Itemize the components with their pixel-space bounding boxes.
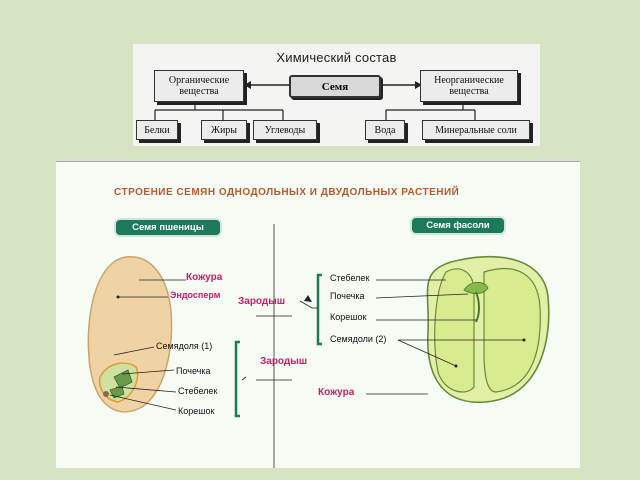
wheat-stem-label: Стебелек [178, 386, 218, 396]
chemical-composition-diagram: Химический состав Семя Органические веще… [133, 44, 540, 146]
wheat-grain [87, 256, 173, 413]
inorganic-node: Неорганические вещества [420, 70, 518, 102]
wheat-coat-label: Кожура [186, 272, 223, 283]
wheat-root-label: Корешок [178, 406, 215, 416]
bean-stem-label: Стебелек [330, 273, 370, 283]
composition-title: Химический состав [276, 50, 397, 65]
seed-structure-diagram: СТРОЕНИЕ СЕМЯН ОДНОДОЛЬНЫХ И ДВУДОЛЬНЫХ … [56, 161, 580, 468]
cotyledon-1-label: Семядоля (1) [156, 341, 213, 351]
water-node: Вода [365, 120, 405, 140]
carbs-node: Углеводы [253, 120, 317, 140]
bean-seed-pill: Семя фасоли [412, 218, 504, 233]
seed-illustrations [87, 224, 550, 468]
composition-connectors [154, 81, 476, 120]
bean-bud-label: Почечка [330, 291, 365, 301]
wheat-seed-pill: Семя пшеницы [116, 220, 220, 235]
fats-node: Жиры [201, 120, 247, 140]
bean-root-label: Корешок [330, 312, 367, 322]
bean-coat-label: Кожура [318, 387, 355, 398]
endosperm-label: Эндосперм [170, 290, 221, 300]
seed-node: Семя [289, 75, 381, 98]
embryo-label-top: Зародыш [238, 296, 286, 307]
embryo-label-bottom: Зародыш [260, 356, 308, 367]
structure-title: СТРОЕНИЕ СЕМЯН ОДНОДОЛЬНЫХ И ДВУДОЛЬНЫХ … [114, 187, 460, 198]
proteins-node: Белки [136, 120, 178, 140]
wheat-bud-label: Почечка [176, 366, 211, 376]
minerals-node: Минеральные соли [422, 120, 530, 140]
organic-node: Органические вещества [154, 70, 244, 102]
bean-seed [426, 255, 550, 403]
cotyledons-2-label: Семядоли (2) [330, 334, 387, 344]
